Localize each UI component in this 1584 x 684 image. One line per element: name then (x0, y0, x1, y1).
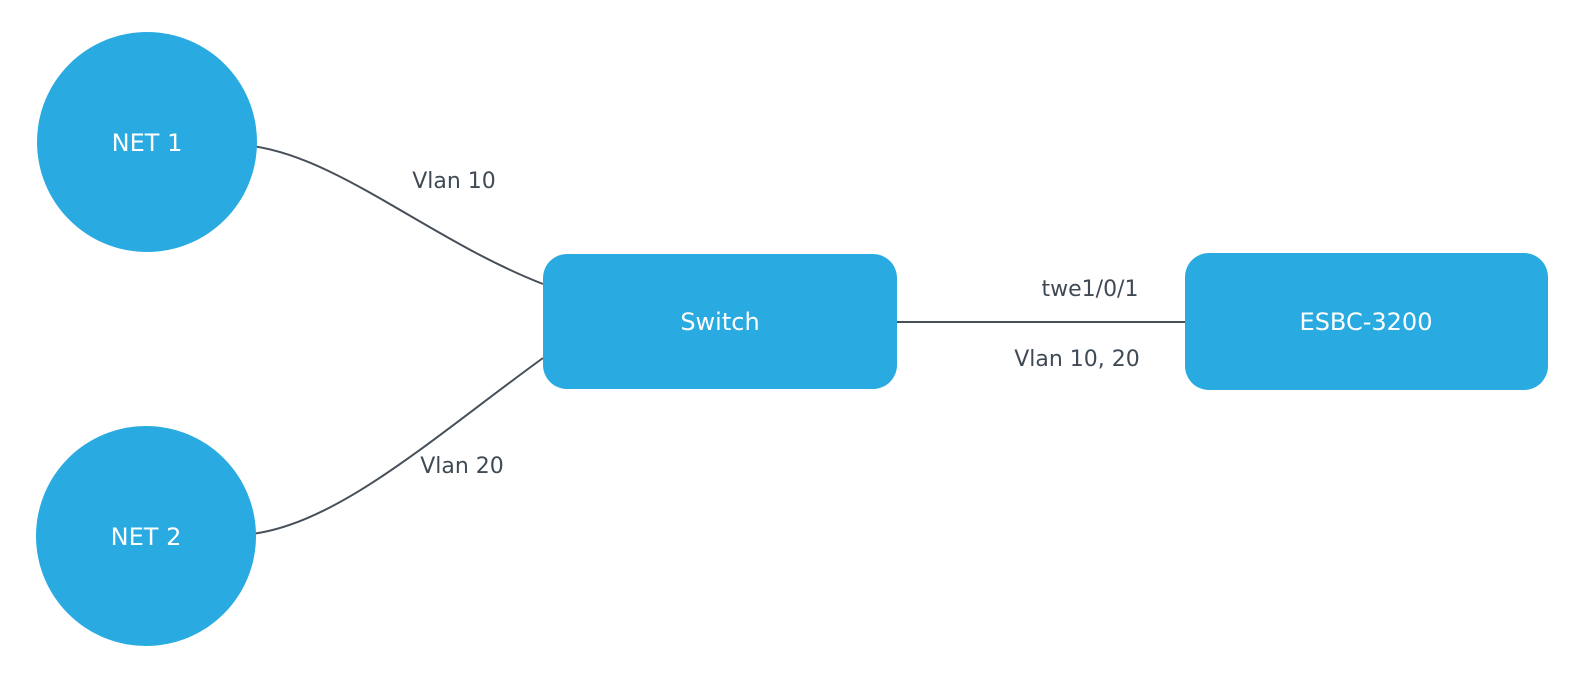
edge-label-vlan20: Vlan 20 (420, 454, 504, 479)
node-esbc-rect (1185, 253, 1548, 390)
node-net2-label: NET 2 (111, 523, 182, 551)
node-switch: Switch (543, 254, 897, 389)
node-switch-label: Switch (680, 308, 759, 336)
node-net1: NET 1 (37, 32, 257, 252)
edge-label-twe101: twe1/0/1 (1042, 277, 1139, 302)
node-net2: NET 2 (36, 426, 256, 646)
node-esbc: ESBC-3200 (1185, 253, 1548, 390)
node-net1-label: NET 1 (112, 129, 183, 157)
node-net1-circle (37, 32, 257, 252)
node-net2-circle (36, 426, 256, 646)
node-switch-rect (543, 254, 897, 389)
edge-label-vlan10: Vlan 10 (412, 169, 496, 194)
node-esbc-label: ESBC-3200 (1300, 308, 1433, 336)
edge-net1-switch (251, 145, 544, 285)
edge-net2-switch (251, 357, 544, 535)
edge-label-vlan10-20: Vlan 10, 20 (1014, 347, 1140, 372)
